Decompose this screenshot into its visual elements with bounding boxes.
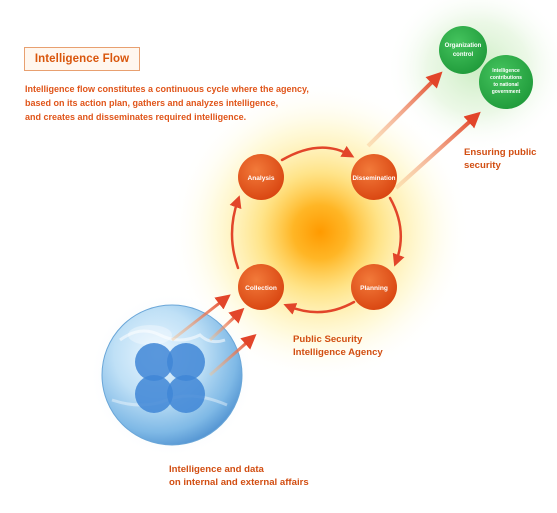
- node-dissemination: Dissemination: [351, 154, 397, 200]
- node-planning-label: Planning: [360, 285, 388, 292]
- label-ensuring-line-2: security: [464, 160, 501, 171]
- green-glow: [386, 0, 557, 152]
- contributions-line-3: to national: [493, 82, 519, 88]
- globe: [90, 293, 254, 457]
- node-analysis-label: Analysis: [247, 175, 274, 182]
- node-analysis: Analysis: [238, 154, 284, 200]
- globe-circle-4: [167, 375, 205, 413]
- label-ensuring-line-1: Ensuring public: [464, 147, 537, 158]
- output-arrow-organization: [366, 71, 443, 148]
- contributions-line-4: government: [492, 89, 521, 95]
- output-arrows: [366, 71, 481, 190]
- globe-circle-3: [135, 375, 173, 413]
- globe-circle-1: [135, 343, 173, 381]
- node-dissemination-label: Dissemination: [352, 175, 395, 182]
- input-arrows: [171, 294, 257, 377]
- input-arrow-2: [208, 307, 245, 342]
- contributions-line-1: Intelligence: [492, 68, 520, 74]
- label-agency: Public Security Intelligence Agency: [293, 333, 383, 359]
- label-agency-line-2: Intelligence Agency: [293, 347, 383, 358]
- page-title-text: Intelligence Flow: [34, 53, 130, 65]
- globe-circle-2: [167, 343, 205, 381]
- arrow-analysis-dissemination: [280, 145, 355, 162]
- intro-text: Intelligence flow constitutes a continuo…: [25, 82, 365, 124]
- node-collection: Collection: [238, 264, 284, 310]
- arrow-collection-analysis: [229, 195, 242, 270]
- node-planning: Planning: [351, 264, 397, 310]
- org-control-line-2: control: [453, 52, 474, 58]
- arrow-dissemination-planning: [388, 196, 405, 267]
- cycle-arrows: [229, 145, 405, 315]
- label-sources: Intelligence and data on internal and ex…: [169, 463, 309, 489]
- node-collection-label: Collection: [245, 285, 277, 292]
- input-arrow-1: [171, 294, 231, 342]
- intro-line-3: and creates and disseminates required in…: [25, 112, 247, 122]
- label-ensuring: Ensuring public security: [464, 146, 537, 172]
- intro-line-2: based on its action plan, gathers and an…: [25, 98, 279, 108]
- arrow-planning-collection: [283, 300, 356, 315]
- label-sources-line-1: Intelligence and data: [169, 464, 264, 475]
- node-organization-control: Organization control: [439, 26, 487, 74]
- label-sources-line-2: on internal and external affairs: [169, 477, 309, 488]
- org-control-line-1: Organization: [445, 43, 482, 49]
- sun-glow: [170, 82, 470, 382]
- page-title: Intelligence Flow: [24, 47, 140, 71]
- contributions-line-2: contributions: [490, 75, 522, 81]
- intro-line-1: Intelligence flow constitutes a continuo…: [25, 84, 309, 94]
- output-arrow-contributions: [394, 111, 481, 190]
- node-contributions: Intelligence contributions to national g…: [479, 55, 533, 109]
- input-arrow-3: [209, 334, 257, 377]
- label-agency-line-1: Public Security: [293, 334, 363, 345]
